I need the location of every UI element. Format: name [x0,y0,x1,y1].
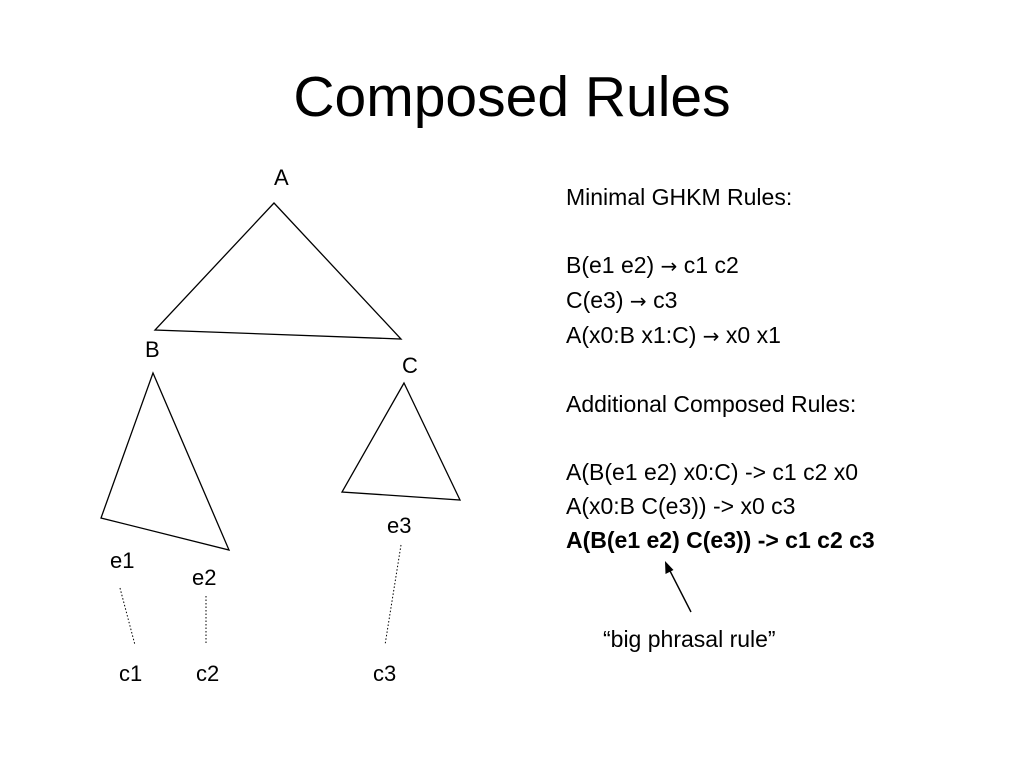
composed-rule-big-phrasal: A(B(e1 e2) C(e3)) -> c1 c2 c3 [566,527,875,553]
rule-rhs: c1 c2 [683,252,739,278]
triangle-C [340,381,462,501]
rule-rhs: c3 [653,287,678,313]
node-label-C: C [402,353,418,378]
rule-lhs: C(e3) [566,287,624,313]
leaf-c3: c3 [373,661,397,686]
big-phrasal-rule-callout: “big phrasal rule” [603,626,776,652]
minimal-rules-heading: Minimal GHKM Rules: [566,184,793,210]
leaf-e1: e1 [110,548,135,573]
slide-title: Composed Rules [293,65,731,129]
callout-arrow-shaft [667,566,692,613]
leaf-c1: c1 [119,661,143,686]
node-label-A: A [274,165,289,190]
triangle-A [153,202,403,340]
leaf-e3: e3 [387,513,412,538]
rule-rhs: x0 x1 [725,322,781,348]
right-arrow-icon: → [702,324,720,348]
minimal-rule: B(e1 e2) → c1 c2 [566,248,875,283]
minimal-rule: A(x0:B x1:C) → x0 x1 [566,318,875,353]
composed-rule: A(B(e1 e2) x0:C) -> c1 c2 x0 [566,459,859,485]
composed-rule: A(x0:B C(e3)) -> x0 c3 [566,493,796,519]
alignment-e1-c1 [119,587,136,646]
triangle-B [100,371,231,551]
right-arrow-icon: → [629,289,647,313]
composed-rules-heading: Additional Composed Rules: [566,391,857,417]
right-arrow-icon: → [660,254,678,278]
callout-arrow-head [665,561,674,574]
node-label-B: B [145,337,160,362]
alignment-e3-c3 [384,544,402,646]
rules-panel: Minimal GHKM Rules: B(e1 e2) → c1 c2 C(e… [566,180,875,557]
rule-lhs: B(e1 e2) [566,252,655,278]
leaf-e2: e2 [192,565,217,590]
leaf-c2: c2 [196,661,220,686]
minimal-rule: C(e3) → c3 [566,283,875,318]
rule-lhs: A(x0:B x1:C) [566,322,697,348]
